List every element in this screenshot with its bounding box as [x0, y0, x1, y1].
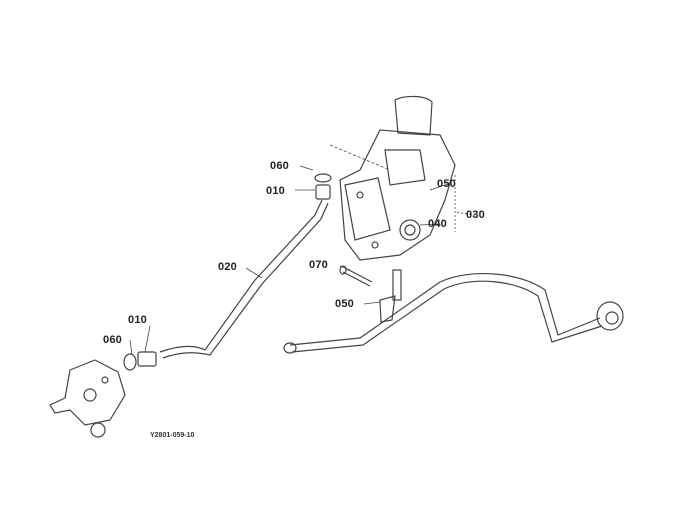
hose-020	[159, 199, 329, 359]
water-pump-housing	[339, 95, 456, 261]
callout-070: 070	[309, 259, 328, 271]
leader-lines	[129, 144, 476, 356]
thermostat-body-lower	[49, 359, 126, 438]
bolt-070	[339, 265, 373, 287]
pipe-fitting-050-lower	[379, 269, 402, 323]
callout-060-lower: 060	[103, 334, 122, 346]
callout-010-upper: 010	[266, 185, 285, 197]
callout-050-upper: 050	[437, 178, 456, 190]
return-pipe	[283, 273, 624, 354]
callout-040: 040	[428, 218, 447, 230]
fitting-010-lower	[123, 351, 157, 371]
callout-060-upper: 060	[270, 160, 289, 172]
callout-030: 030	[466, 209, 485, 221]
callout-020: 020	[218, 261, 237, 273]
fitting-010-upper	[314, 173, 332, 200]
figure-code: Y2801-059-10	[150, 432, 195, 439]
callout-010-lower: 010	[128, 314, 147, 326]
callout-050-lower: 050	[335, 298, 354, 310]
